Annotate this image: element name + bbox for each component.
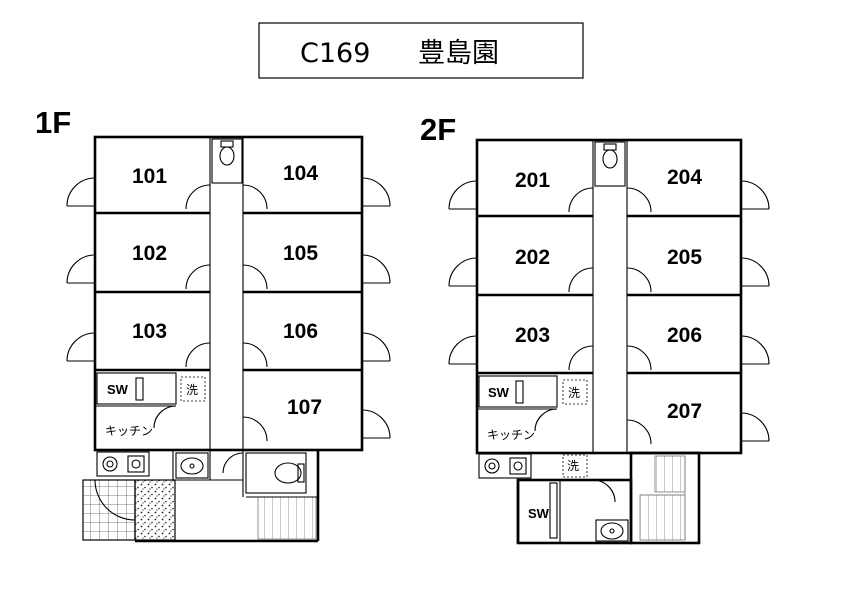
floor-label-1f: 1F — [35, 105, 71, 140]
floor-1f: 1F 101 102 103 104 105 106 107 — [35, 105, 391, 543]
room-101: 101 — [132, 165, 167, 188]
room-107: 107 — [287, 396, 322, 419]
kitchen-label-2f: キッチン — [487, 428, 535, 442]
svg-text:洗: 洗 — [567, 459, 579, 473]
toilet-2f-top — [594, 141, 626, 187]
room-201: 201 — [515, 169, 550, 192]
room-104: 104 — [283, 162, 318, 185]
room-202: 202 — [515, 246, 550, 269]
floor-2f: 2F 201 202 203 204 205 206 207 — [420, 112, 770, 545]
property-code: C169 — [300, 38, 370, 69]
room-205: 205 — [667, 246, 702, 269]
room-105: 105 — [283, 242, 318, 265]
switch-label-2f: SW — [488, 385, 510, 400]
title-box: C169 豊島園 — [258, 22, 584, 79]
switch2-label-2f: SW — [528, 506, 550, 521]
wash-label-1f: 洗 — [186, 383, 198, 397]
room-204: 204 — [667, 166, 702, 189]
room-207: 207 — [667, 400, 702, 423]
floor-1f-outline — [93, 135, 364, 452]
floor-2f-outline — [475, 138, 743, 455]
kitchen-label-1f: キッチン — [105, 424, 153, 438]
room-203: 203 — [515, 324, 550, 347]
switch-label-1f: SW — [107, 382, 129, 397]
toilet-1f-top — [211, 138, 243, 184]
room-103: 103 — [132, 320, 167, 343]
property-name: 豊島園 — [418, 38, 499, 69]
room-206: 206 — [667, 324, 702, 347]
floor-label-2f: 2F — [420, 112, 456, 147]
room-106: 106 — [283, 320, 318, 343]
wash-label-2f: 洗 — [568, 386, 580, 400]
room-102: 102 — [132, 242, 167, 265]
